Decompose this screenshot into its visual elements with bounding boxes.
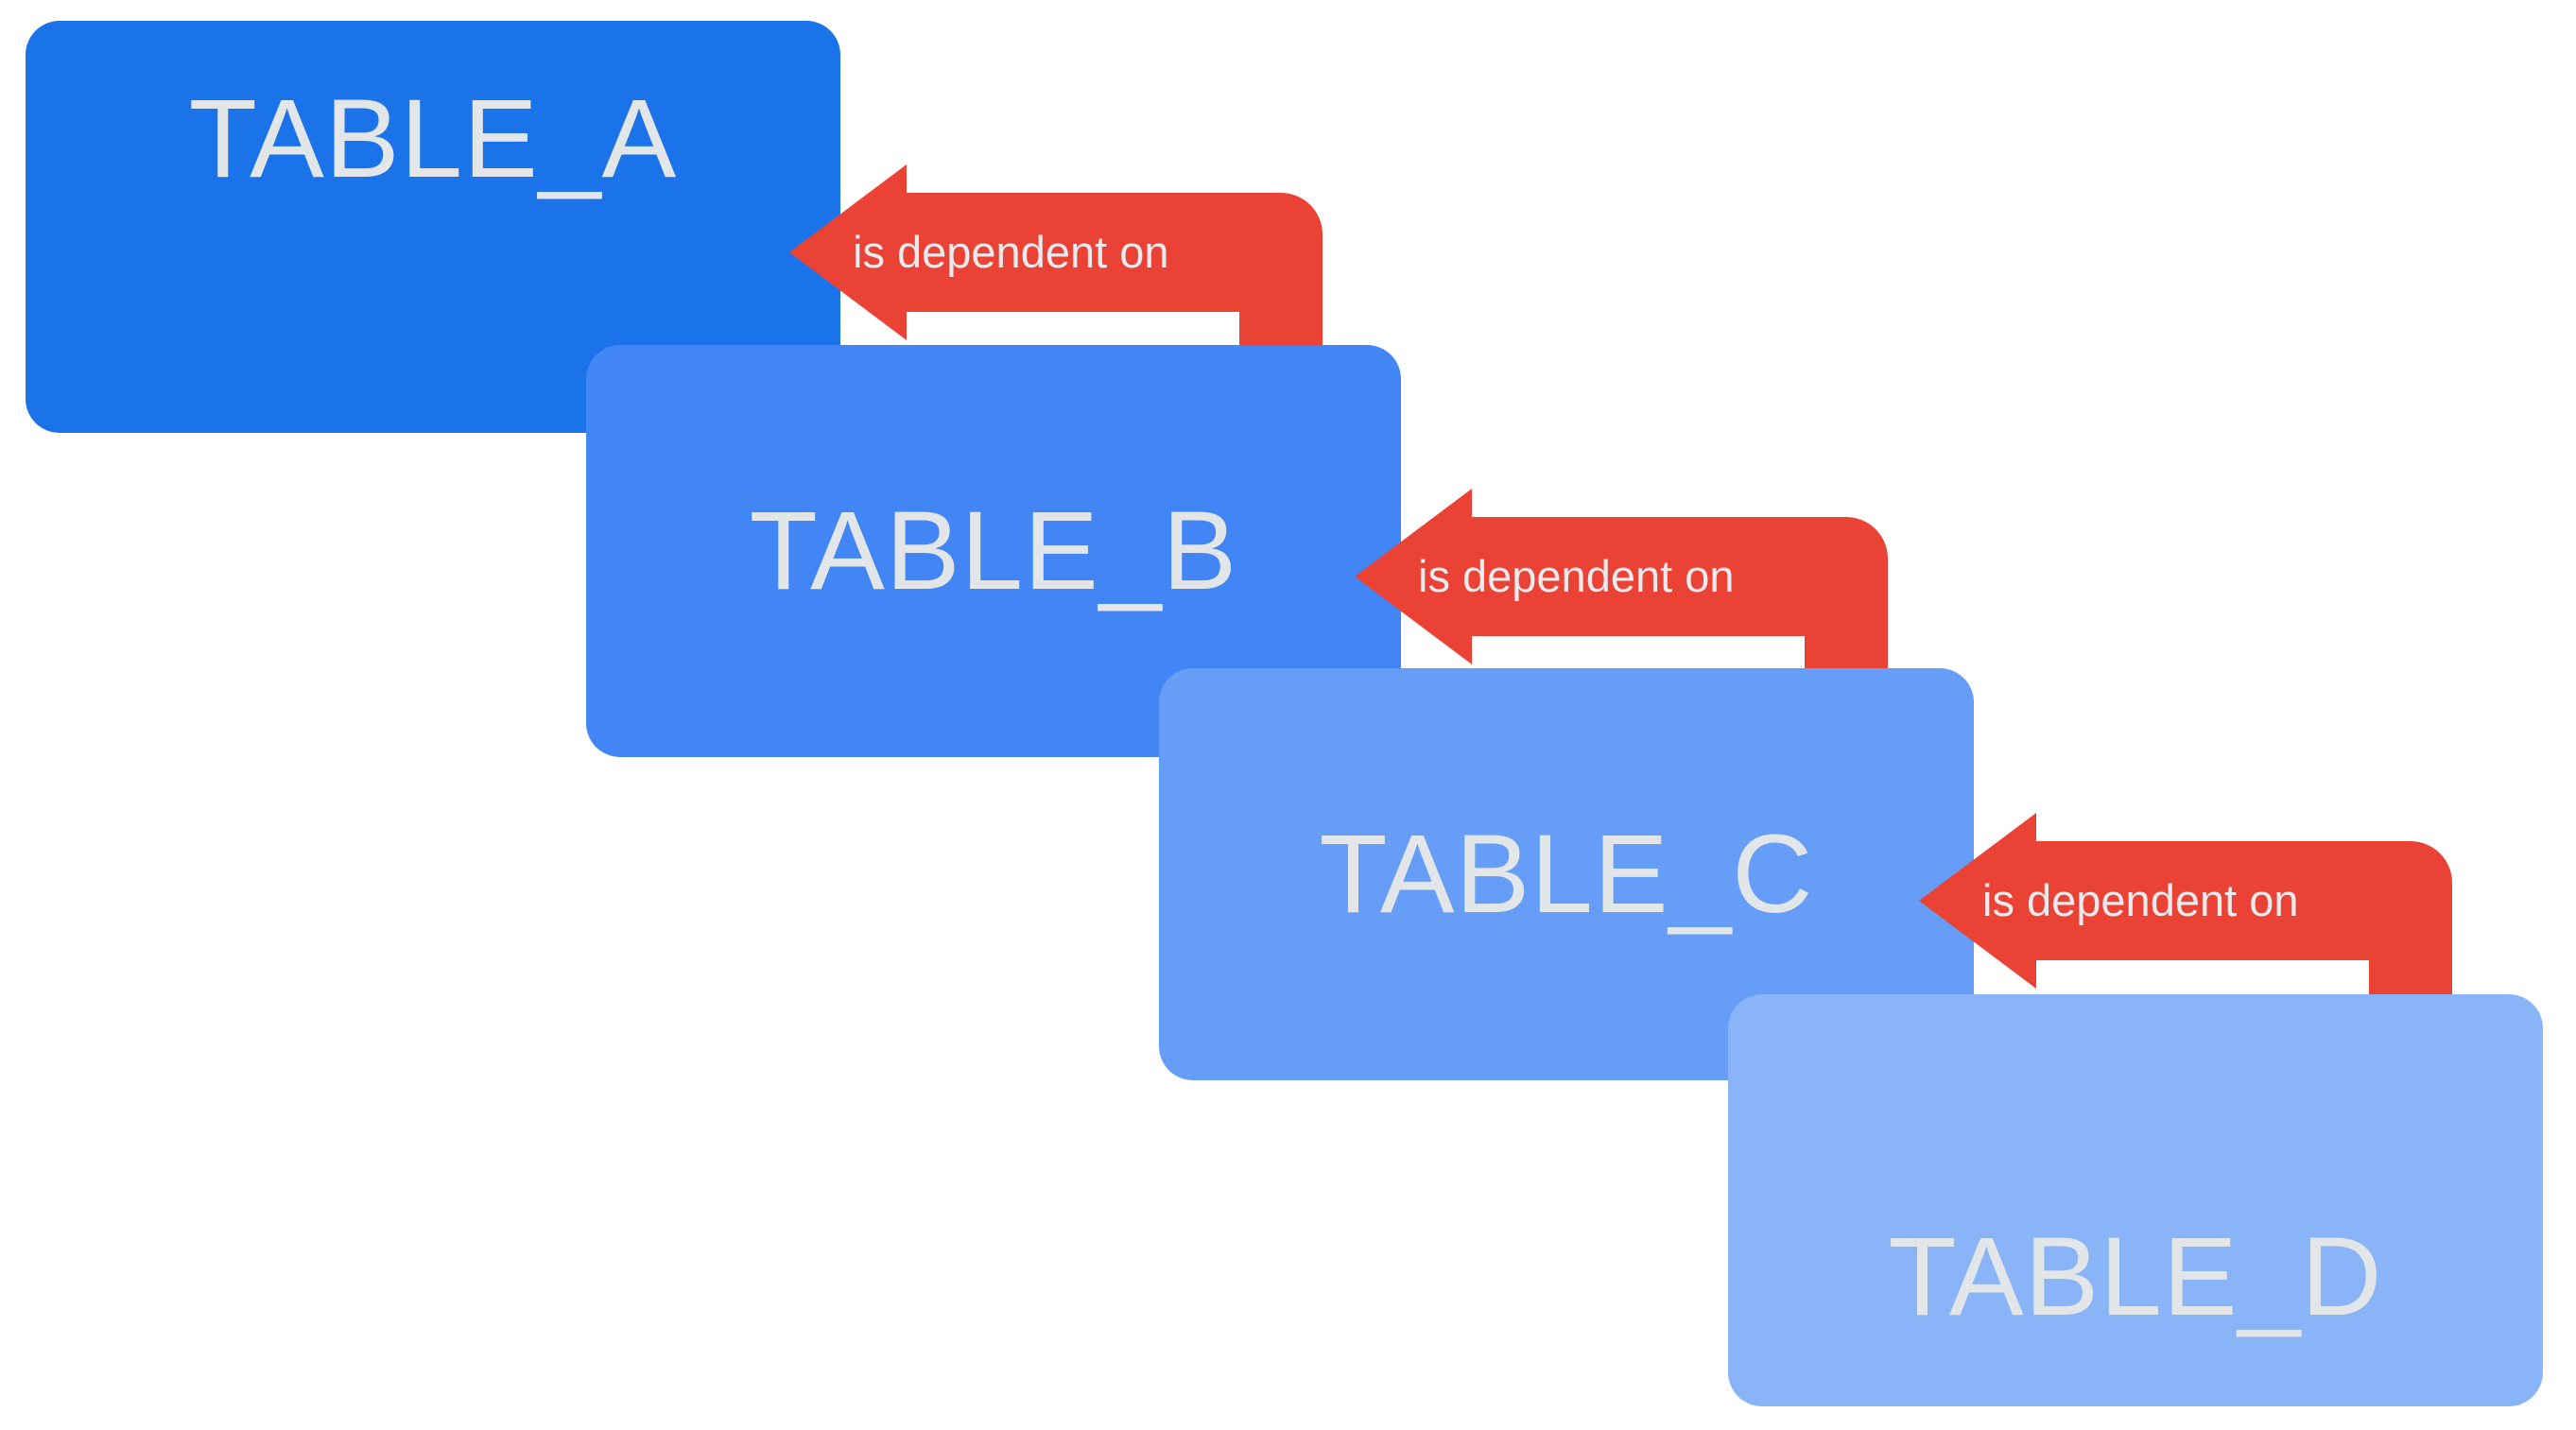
node-table-a[interactable]: TABLE_A (26, 21, 840, 433)
node-table-d[interactable]: TABLE_D (1728, 994, 2543, 1406)
node-label: TABLE_B (749, 489, 1238, 613)
node-label: TABLE_C (1319, 812, 1814, 937)
edge-label: is dependent on (853, 227, 1169, 277)
node-label: TABLE_D (1888, 1215, 2383, 1339)
node-label: TABLE_A (188, 77, 678, 201)
edge-label: is dependent on (1982, 875, 2299, 925)
edge-label: is dependent on (1418, 551, 1735, 601)
